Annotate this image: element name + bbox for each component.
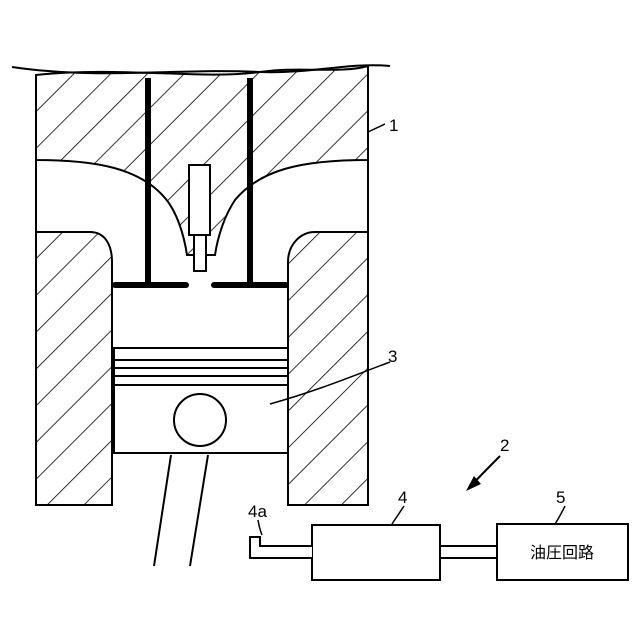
leader-line-4 [392,506,404,524]
connecting-rod-right [190,455,208,566]
label-4: 4 [398,488,407,507]
spark-plug-tip [194,235,206,271]
label-4a: 4a [248,502,267,521]
hydraulic-circuit-label: 油圧回路 [530,543,594,562]
piston [114,348,288,453]
connecting-rod-left [154,455,171,566]
label-3: 3 [388,347,397,366]
intake-valve-stem [145,78,151,283]
label-5: 5 [556,488,565,507]
actuator-port-4a [250,537,312,558]
piston-pin [174,394,226,446]
label-1: 1 [389,116,398,135]
actuator-box [312,525,440,580]
leader-line-4a [258,520,262,535]
spark-plug-body [189,165,210,235]
exhaust-valve-stem [247,78,253,283]
cylinder-wall-left [36,232,112,505]
cylinder-wall-right [288,232,368,505]
leader-line-5 [555,506,565,524]
label-2: 2 [500,436,509,455]
leader-line-1 [368,124,385,132]
hydraulic-pipe [440,546,497,558]
